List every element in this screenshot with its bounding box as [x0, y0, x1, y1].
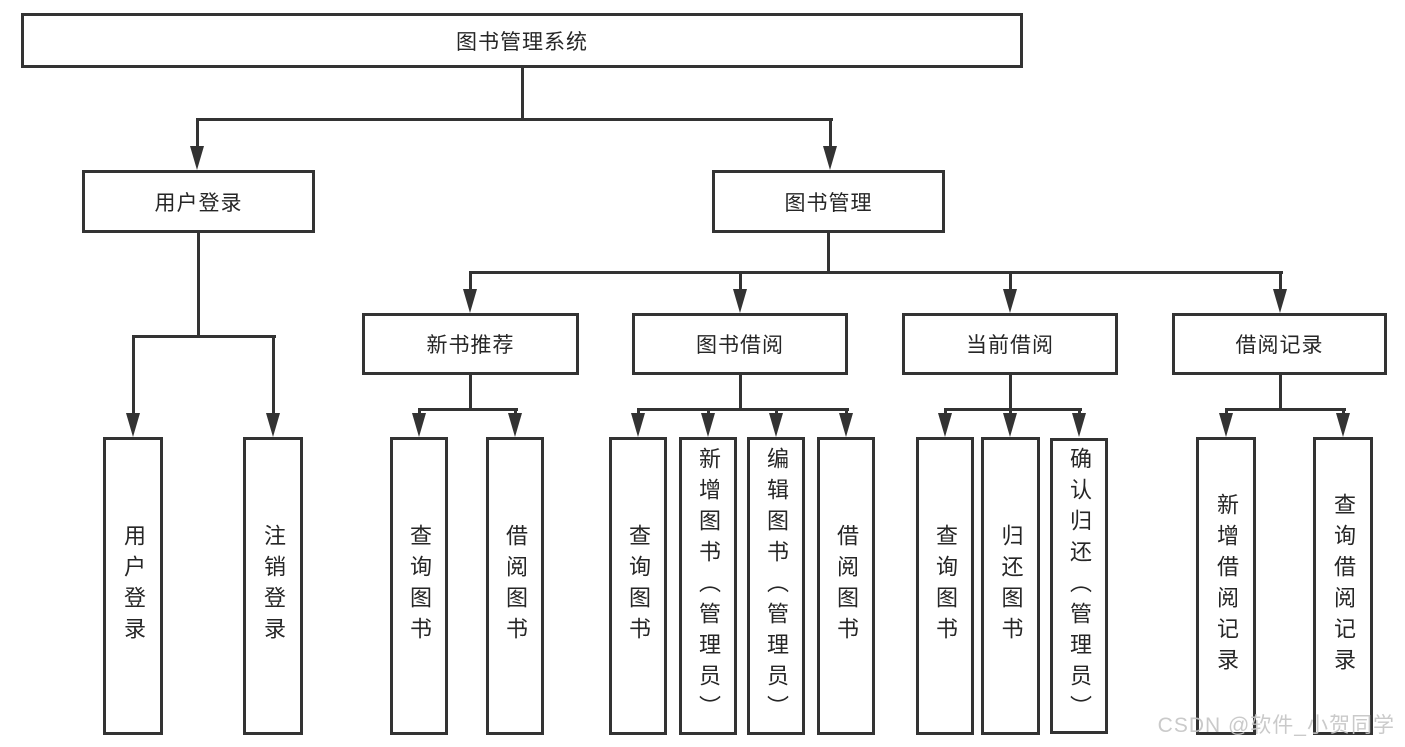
leaf-label: 查询借阅记录 [1331, 493, 1356, 679]
arrowhead-icon [823, 146, 837, 170]
leaf-label: 注销登录 [261, 524, 286, 648]
connector-line [943, 408, 1082, 411]
leaf-add-books-admin: 新增图书（管理员） [679, 437, 737, 735]
arrowhead-icon [1219, 413, 1233, 437]
connector-line [195, 118, 833, 121]
connector-line [131, 335, 135, 415]
arrowhead-icon [733, 289, 747, 313]
arrowhead-icon [938, 413, 952, 437]
node-label: 图书借阅 [696, 334, 784, 357]
arrowhead-icon [1072, 413, 1086, 437]
arrowhead-icon [631, 413, 645, 437]
connector-line [513, 408, 517, 417]
leaf-label: 查询图书 [626, 524, 651, 648]
connector-line [1278, 375, 1282, 410]
leaf-label: 新增图书（管理员） [696, 446, 721, 726]
connector-line [1278, 271, 1282, 293]
node-label: 图书管理 [784, 191, 873, 215]
leaf-label: 用户登录 [121, 524, 146, 648]
node-label: 用户登录 [154, 191, 243, 215]
node-label: 借阅记录 [1235, 334, 1324, 357]
connector-line [1224, 408, 1228, 417]
connector-line [1008, 271, 1012, 293]
connector-line [636, 408, 849, 411]
arrowhead-icon [1003, 413, 1017, 437]
node-current-borrow: 当前借阅 [902, 313, 1118, 375]
node-label: 新书推荐 [426, 334, 515, 357]
connector-line [1077, 408, 1081, 417]
csdn-watermark: CSDN @软件_小贺同学 [1157, 714, 1395, 737]
node-new-book-recommend: 新书推荐 [362, 313, 579, 375]
connector-line [738, 375, 742, 410]
connector-line [1008, 408, 1012, 417]
leaf-confirm-return-admin: 确认归还（管理员） [1050, 438, 1108, 734]
connector-line [131, 335, 276, 338]
leaf-add-borrow-record: 新增借阅记录 [1196, 437, 1256, 735]
connector-line [196, 233, 200, 337]
arrowhead-icon [839, 413, 853, 437]
connector-line [1008, 375, 1012, 410]
connector-line [828, 118, 832, 150]
connector-line [1224, 408, 1346, 411]
leaf-label: 借阅图书 [834, 524, 859, 648]
leaf-query-books-current: 查询图书 [916, 437, 974, 735]
arrowhead-icon [508, 413, 522, 437]
connector-line [844, 408, 848, 417]
connector-line [271, 335, 275, 415]
arrowhead-icon [412, 413, 426, 437]
arrowhead-icon [1003, 289, 1017, 313]
arrowhead-icon [463, 289, 477, 313]
connector-line [195, 118, 199, 150]
leaf-label: 借阅图书 [503, 524, 528, 648]
arrowhead-icon [769, 413, 783, 437]
arrowhead-icon [190, 146, 204, 170]
connector-line [417, 408, 421, 417]
connector-line [826, 233, 830, 273]
connector-line [706, 408, 710, 417]
connector-line [468, 271, 1283, 274]
connector-line [1341, 408, 1345, 417]
arrowhead-icon [126, 413, 140, 437]
leaf-query-books-newbook: 查询图书 [390, 437, 448, 735]
connector-line [738, 271, 742, 293]
leaf-label: 查询图书 [933, 524, 958, 648]
node-user-login-branch: 用户登录 [82, 170, 315, 233]
leaf-query-books-borrow: 查询图书 [609, 437, 667, 735]
node-book-management-branch: 图书管理 [712, 170, 945, 233]
leaf-label: 查询图书 [407, 524, 432, 648]
node-book-borrow: 图书借阅 [632, 313, 848, 375]
node-label: 图书管理系统 [456, 30, 588, 54]
connector-line [520, 68, 524, 120]
arrowhead-icon [1273, 289, 1287, 313]
arrowhead-icon [1336, 413, 1350, 437]
leaf-query-borrow-record: 查询借阅记录 [1313, 437, 1373, 735]
node-borrow-records: 借阅记录 [1172, 313, 1387, 375]
leaf-label: 归还图书 [998, 524, 1024, 648]
leaf-logout: 注销登录 [243, 437, 303, 735]
connector-line [636, 408, 640, 417]
leaf-label: 确认归还（管理员） [1067, 446, 1092, 726]
node-root-library-system: 图书管理系统 [21, 13, 1023, 68]
leaf-user-login: 用户登录 [103, 437, 163, 735]
connector-line [468, 375, 472, 410]
leaf-label: 编辑图书（管理员） [764, 446, 789, 726]
arrowhead-icon [701, 413, 715, 437]
leaf-label: 新增借阅记录 [1214, 493, 1239, 679]
leaf-return-books: 归还图书 [981, 437, 1040, 735]
node-label: 当前借阅 [966, 334, 1054, 357]
connector-line [943, 408, 947, 417]
arrowhead-icon [266, 413, 280, 437]
connector-line [417, 408, 518, 411]
connector-line [468, 271, 472, 293]
leaf-borrow-books: 借阅图书 [817, 437, 875, 735]
leaf-edit-books-admin: 编辑图书（管理员） [747, 437, 805, 735]
leaf-borrow-books-newbook: 借阅图书 [486, 437, 544, 735]
connector-line [774, 408, 778, 417]
